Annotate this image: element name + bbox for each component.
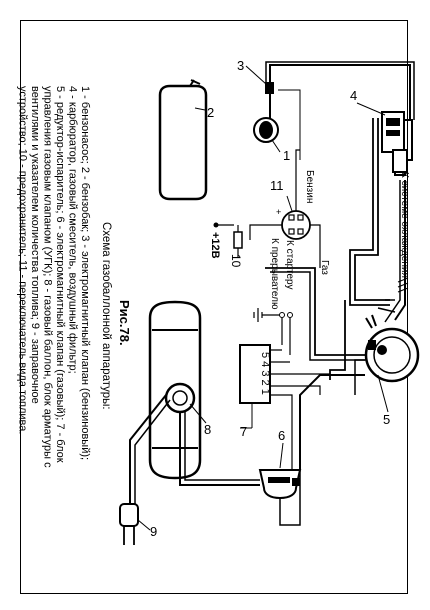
label-3: 3 [237, 58, 244, 73]
page-frame [20, 20, 408, 594]
voltage-label: +12В [209, 232, 221, 259]
hose-hatching [397, 277, 409, 293]
petrol-tank [158, 79, 208, 201]
label-5: 5 [383, 412, 390, 427]
label-6: 6 [278, 428, 285, 443]
block-terminals-group: 5 4 3 2 1 [259, 352, 271, 395]
legend: 1 - бензонасос; 2 - бензобак; 3 - электр… [17, 86, 92, 468]
gas-label: Газ [319, 260, 330, 275]
legend-line: управления газовым клапаном (УГК); 8 - г… [42, 86, 54, 468]
label-4: 4 [350, 88, 357, 103]
figure-number: Рис.78. [117, 300, 132, 346]
starter-label: К стартеру [284, 240, 295, 289]
legend-line: вентилями и указателем количества топлив… [29, 86, 41, 404]
figure-title: Схема газобаллонной аппаратуры: [100, 222, 112, 410]
label-1: 1 [283, 148, 290, 163]
gas-label-group: Газ [319, 260, 330, 275]
legend-line: устройство; 10 - предохранитель; 11 - пе… [17, 86, 29, 434]
label-10-group: 10 [229, 254, 243, 268]
legend-line: 1 - бензонасос; 2 - бензобак; 3 - электр… [79, 86, 91, 460]
carburetor [381, 111, 413, 176]
reducer-vaporizer [364, 314, 420, 383]
legend-line: 4 - карбюратор, газовый смеситель, возду… [67, 86, 79, 374]
filling-device [119, 503, 139, 545]
figure-title-group: Схема газобаллонной аппаратуры: [100, 222, 112, 410]
plus-sign: + [276, 207, 281, 217]
label-2: 2 [207, 105, 214, 120]
label-8: 8 [204, 422, 211, 437]
block-terminals: 5 4 3 2 1 [259, 352, 271, 395]
starter-label-group: К стартеру [284, 240, 295, 289]
fuel-selector-switch [281, 210, 311, 240]
label-10: 10 [229, 254, 243, 268]
label-9: 9 [150, 524, 157, 539]
breaker-label: К прерывателю [269, 238, 280, 310]
label-11: 11 [270, 178, 284, 193]
fuse [233, 231, 243, 249]
voltage-label-group: +12В [209, 232, 221, 259]
breaker-label-group: К прерывателю [269, 238, 280, 310]
label-7: 7 [240, 424, 247, 439]
gas-solenoid-valve [258, 469, 302, 500]
petrol-label: Бензин [304, 170, 315, 203]
figure-caption: Рис.78. [117, 300, 132, 346]
ground-symbol [253, 308, 263, 322]
petrol-solenoid-valve [265, 82, 274, 94]
legend-line: 5 - редуктор-испаритель; 6 - электромагн… [54, 86, 66, 463]
gas-cylinder [148, 300, 202, 480]
fuel-pump [253, 117, 279, 143]
petrol-label-group: Бензин [304, 170, 315, 203]
